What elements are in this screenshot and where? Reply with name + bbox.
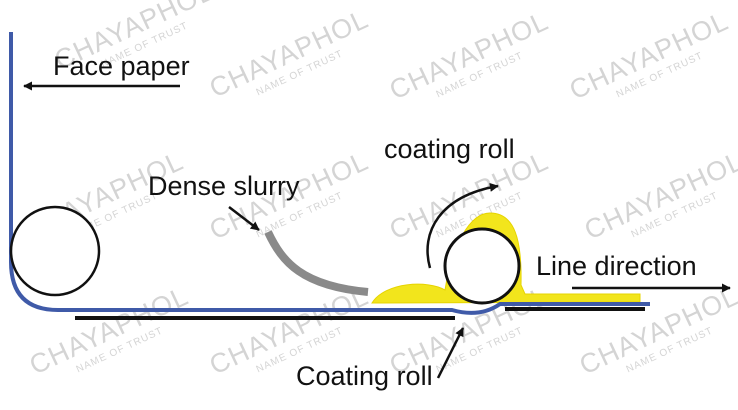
slurry-pipe	[264, 230, 369, 296]
watermark: CHAYAPHOL NAME OF TRUST	[385, 6, 553, 106]
watermark: CHAYAPHOL NAME OF TRUST	[580, 146, 738, 246]
coating-roll	[443, 227, 521, 305]
coating-roll-top-label: coating roll	[384, 134, 515, 164]
watermark: CHAYAPHOL NAME OF TRUST	[205, 146, 373, 246]
rotation-arrow	[426, 182, 499, 269]
watermark: CHAYAPHOL NAME OF TRUST	[565, 6, 733, 106]
watermark: CHAYAPHOL NAME OF TRUST	[205, 4, 373, 104]
coating-roll-bottom-label: Coating roll	[296, 361, 433, 391]
coating-roll-pointer	[436, 327, 465, 379]
watermark-brand: CHAYAPHOL	[205, 4, 373, 104]
left-roller	[9, 205, 101, 297]
face-paper-label: Face paper	[53, 51, 190, 81]
line-direction-label: Line direction	[536, 251, 697, 281]
face-paper-line	[9, 32, 650, 315]
watermark-brand: CHAYAPHOL	[565, 6, 733, 106]
slurry-arrow	[228, 206, 260, 231]
watermark: CHAYAPHOL NAME OF TRUST	[25, 281, 193, 381]
watermark-brand: CHAYAPHOL	[385, 6, 553, 106]
dense-slurry-label: Dense slurry	[148, 171, 300, 201]
